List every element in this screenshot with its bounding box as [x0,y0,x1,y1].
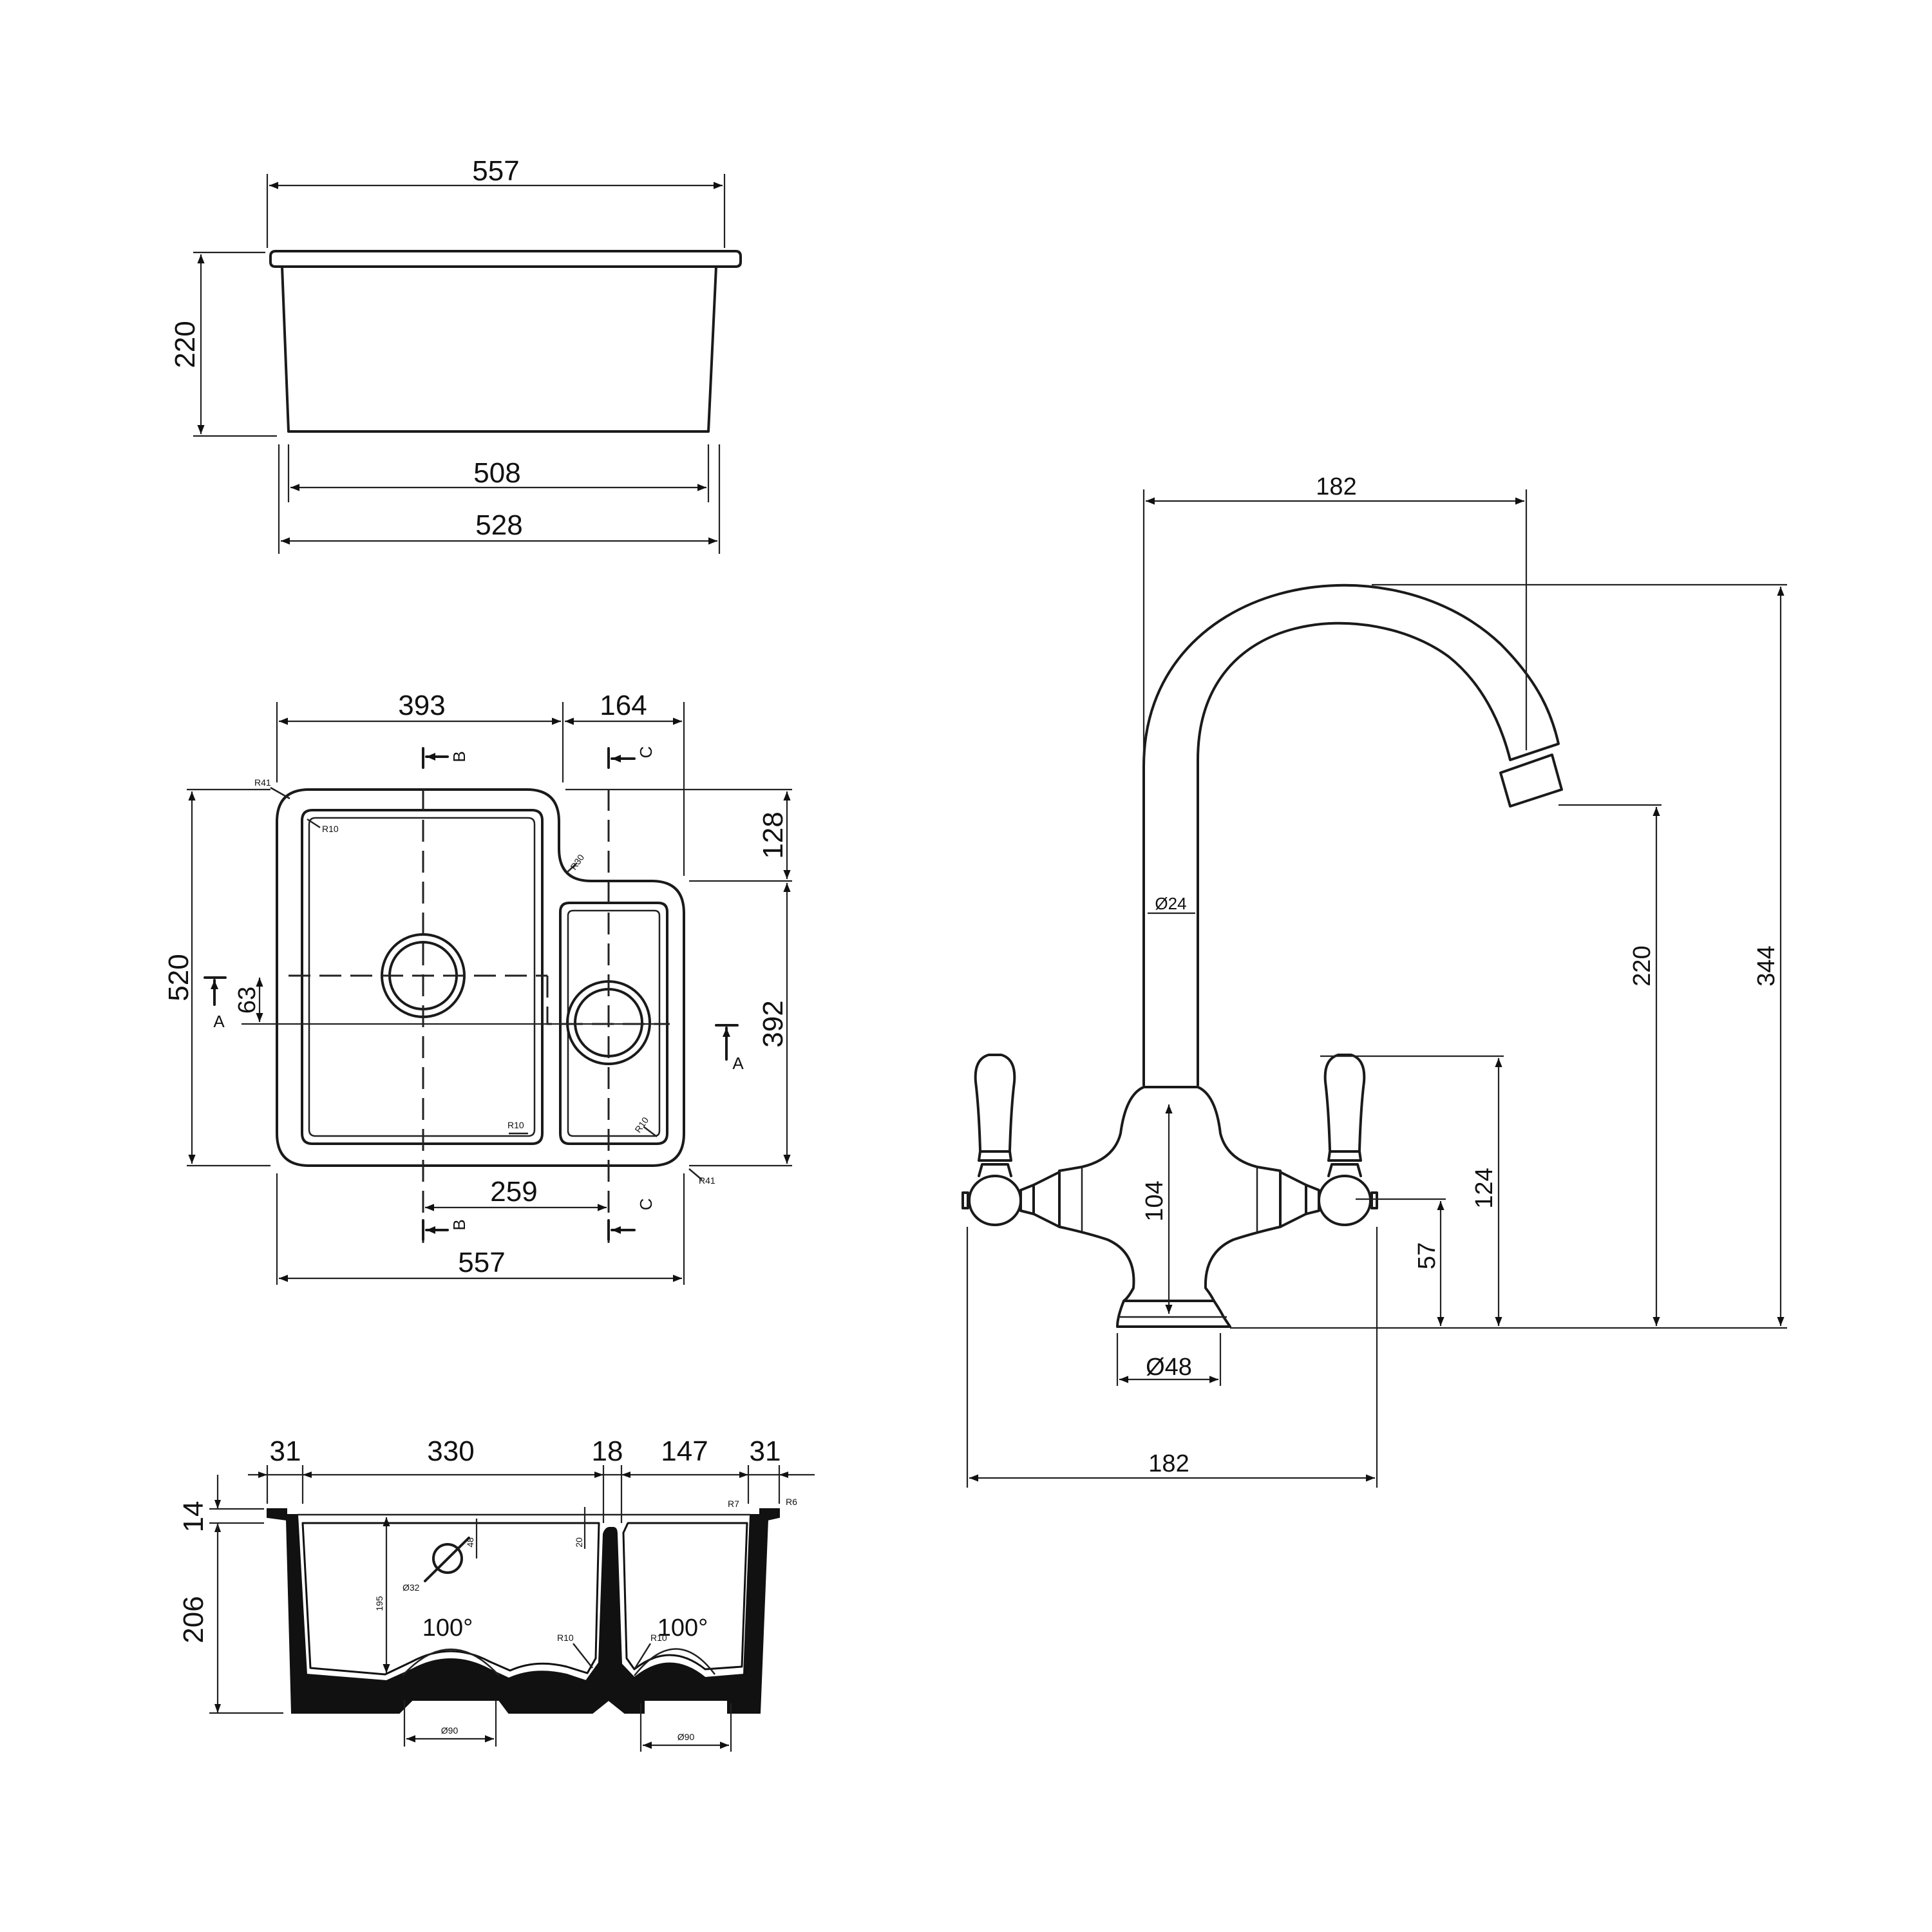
dim-tap-overall-width: 182 [1148,1450,1189,1477]
sink-side-body [281,265,717,433]
tap-left-head [968,1175,1022,1226]
dim-small-bowl-width: 164 [600,690,647,721]
tap-base [1116,1300,1231,1328]
svg-text:C: C [636,1198,656,1211]
dim-waste-main: Ø90 [441,1725,459,1736]
dim-side-top-width: 557 [472,155,519,187]
svg-text:B: B [450,751,469,762]
dim-divider: 18 [592,1435,623,1467]
dim-side-outer-width: 528 [475,509,522,541]
dim-lever-height: 124 [1471,1168,1498,1208]
dim-overall-depth: 520 [163,954,194,1001]
tap-left-lever [978,1150,1012,1162]
sink-side-profile [269,250,742,268]
dim-divider-drop: 20 [574,1537,584,1548]
svg-text:B: B [450,1219,469,1230]
small-bowl-inner [567,909,661,1137]
dim-overflow-height: 48 [465,1537,475,1548]
angle-main: 100° [422,1615,473,1642]
dim-small-bowl-section: 147 [661,1435,708,1467]
dim-side-base-width: 508 [473,457,520,489]
svg-text:A: A [732,1054,744,1073]
radius-main-section: R10 [557,1633,574,1643]
tap-spout-nozzle [1499,753,1563,808]
dim-main-bowl-section: 330 [427,1435,474,1467]
side-view: 557 220 508 528 [169,155,742,554]
dim-plan-overall-width: 557 [458,1247,505,1278]
dim-waste-spacing: 259 [490,1176,537,1208]
dim-handle-height: 57 [1414,1242,1441,1269]
svg-text:A: A [213,1012,225,1031]
radius-outer-top: R41 [254,777,271,788]
tap-view: 182 Ø24 344 220 124 57 104 Ø48 182 [961,473,1787,1488]
dim-rim-height: 14 [178,1501,209,1533]
dim-small-bowl-depth: 392 [757,1000,789,1047]
rim-radius-inner: R7 [728,1499,739,1509]
section-marker-c-top: C [607,746,656,769]
section-marker-a-right: A [715,1024,744,1073]
main-bowl-outline [301,809,544,1145]
dim-side-height: 220 [169,321,201,368]
tap-body [1058,1086,1282,1302]
tap-right-head [1318,1175,1372,1226]
dim-waste-small: Ø90 [677,1732,695,1742]
dim-main-bowl-width: 393 [398,690,445,721]
radius-inner-main: R10 [507,1120,524,1130]
section-view: Ø90 Ø90 31 330 18 147 31 14 206 19 [178,1435,815,1752]
rim-radius-outer: R6 [786,1497,797,1507]
section-marker-a-left: A [204,976,227,1031]
dim-spout-height: 220 [1629,945,1656,986]
dim-spout-reach: 182 [1316,473,1356,500]
dim-waste-offset: 63 [234,987,261,1014]
plan-view: 393 164 128 392 520 63 259 557 R41 R10 R… [163,690,792,1285]
radius-inner-top: R10 [322,824,339,834]
tap-spout [1142,583,1560,1086]
section-marker-b-bottom: B [422,1219,469,1241]
sink-section-body [267,1508,780,1714]
small-bowl-outline [559,902,668,1145]
overflow-hole [432,1543,463,1574]
radius-small-section: R10 [650,1633,667,1643]
section-marker-c-bottom: C [607,1198,656,1241]
dim-base-dia: Ø48 [1146,1354,1192,1381]
radius-inner-small: R10 [632,1115,650,1134]
dim-overall-height: 344 [1753,945,1780,986]
sink-plan-outline [276,788,685,1167]
main-bowl-inner [308,817,536,1137]
tap-right-lever [1327,1150,1362,1162]
dim-rim-right: 31 [750,1435,781,1467]
dim-notch-depth: 128 [757,811,789,858]
dim-bowl-depth: 206 [178,1596,209,1643]
section-marker-b-top: B [422,747,469,769]
dim-pipe-dia: Ø24 [1155,894,1186,913]
radius-outer-bottom: R41 [699,1175,715,1186]
dim-inner-depth: 195 [374,1596,384,1611]
dim-overflow-dia: Ø32 [402,1582,420,1593]
angle-small: 100° [658,1615,708,1642]
dim-body-height: 104 [1141,1180,1168,1221]
dim-rim-left: 31 [270,1435,301,1467]
svg-text:C: C [636,746,656,759]
